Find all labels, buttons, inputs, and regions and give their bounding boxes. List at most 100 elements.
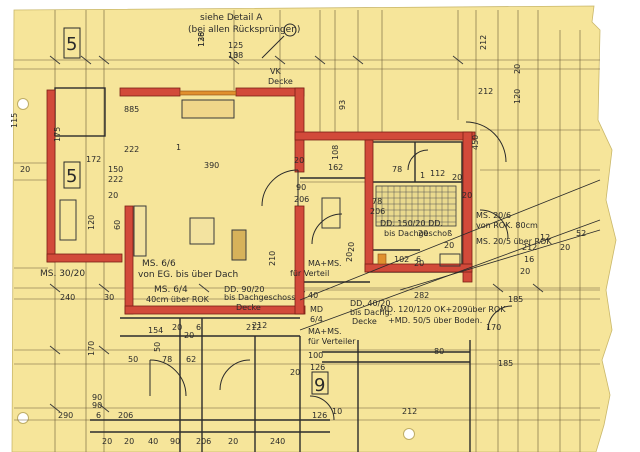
dimension-label: 78 — [372, 197, 382, 206]
dimension-label: 450 — [471, 135, 480, 150]
dimension-label: 170 — [486, 323, 501, 332]
dimension-label: 125 — [228, 41, 243, 50]
dimension-label: 50 — [153, 342, 162, 352]
label-ma-ms-2-l2: für Verteiler — [308, 337, 356, 346]
dimension-label: 93 — [338, 100, 347, 110]
dimension-label: 212 — [478, 87, 493, 96]
dimension-label: 50 — [128, 355, 138, 364]
label-md-64-l1: MD — [310, 305, 323, 314]
dimension-label: 126 — [310, 363, 325, 372]
dimension-label: 52 — [576, 229, 586, 238]
dimension-label: 206 — [118, 411, 133, 420]
label-dd-4020-l2: bis Dachg. — [350, 308, 392, 317]
label-ma-ms-1-l2: für Verteil — [290, 269, 329, 278]
dimension-label: 1 — [176, 143, 181, 152]
label-dd-9020-l3: Decke — [236, 303, 261, 312]
lintel-marks — [179, 90, 387, 265]
dimension-label: 126 — [312, 411, 327, 420]
dimension-label: 185 — [498, 359, 513, 368]
dimension-label: 60 — [113, 220, 122, 230]
dimension-label: 212 — [479, 35, 488, 50]
dimension-label: 210 — [268, 251, 277, 266]
dimension-label: 10 — [228, 51, 238, 60]
label-ms-64-l1: MS. 6/4 — [154, 285, 188, 295]
label-ms-66-l1: MS. 6/6 — [142, 259, 176, 269]
dimension-label: 90 — [170, 437, 180, 446]
dimension-label: 222 — [108, 175, 123, 184]
dimension-label: 390 — [204, 161, 219, 170]
load-bearing-walls — [46, 87, 476, 315]
label-dd-9020-l2: bis Dachgeschoss — [224, 293, 295, 302]
dimension-label: 78 — [162, 355, 172, 364]
label-vk: VK — [270, 67, 281, 76]
dimension-label: 885 — [124, 105, 139, 114]
dimension-label: 240 — [270, 437, 285, 446]
detail-note-line1: siehe Detail A — [200, 13, 263, 23]
dimension-label: 100 — [308, 351, 323, 360]
dimension-label: 12 — [540, 233, 550, 242]
label-decke: Decke — [268, 77, 293, 86]
label-ms-66-l2: von EG. bis über Dach — [138, 270, 238, 280]
dimension-label: 240 — [60, 293, 75, 302]
dimension-ticks — [49, 55, 544, 413]
dimension-label: 40 — [148, 437, 158, 446]
dimension-label: 138 — [197, 32, 206, 47]
label-ms-206-l2: von ROK. 80cm — [476, 221, 538, 230]
label-dd-4020-l1: DD. 40/20 — [350, 299, 390, 308]
dimension-label: 170 — [87, 341, 96, 356]
dimension-label: 62 — [186, 355, 196, 364]
door-swings — [149, 121, 513, 421]
detail-marker — [261, 23, 297, 59]
dimension-label: 20 — [184, 331, 194, 340]
dimension-label: 212 — [522, 243, 537, 252]
dimension-label: 90 — [92, 401, 102, 410]
dimension-label: 175 — [53, 127, 62, 142]
dimension-label: 120 — [87, 215, 96, 230]
dimension-label: 120 — [513, 89, 522, 104]
dimension-label: 90 — [296, 183, 306, 192]
dimension-label: 1 — [420, 171, 425, 180]
room-number-box — [311, 371, 329, 395]
dimension-label: 20 — [172, 323, 182, 332]
dimension-label: 172 — [86, 155, 101, 164]
dimension-label: 206 — [370, 207, 385, 216]
label-dd-9020-l1: DD. 90/20 — [224, 285, 264, 294]
dimension-label: 20 — [124, 437, 134, 446]
label-md-120120: MD. 120/120 OK+209über ROK — [380, 305, 506, 314]
dimension-label: 6 — [196, 323, 201, 332]
dimension-label: 20 — [520, 267, 530, 276]
dimension-label: 20 — [347, 242, 356, 252]
dimension-label: 112 — [430, 169, 445, 178]
punch-hole-icon — [403, 428, 415, 440]
dimension-label: 6 — [416, 255, 421, 264]
dimension-label: 20 — [462, 191, 472, 200]
label-dd-15020-l2: bis Dachgeschoß — [384, 229, 452, 238]
punch-hole-icon — [17, 98, 29, 110]
paper-sheet — [11, 5, 617, 452]
label-ms-205: MS. 20/5 über ROK — [476, 237, 552, 246]
dimension-label: 162 — [328, 163, 343, 172]
dimension-label: 212 — [246, 323, 261, 332]
dimension-label: 138 — [228, 51, 243, 60]
dimension-label: 90 — [92, 393, 102, 402]
dimension-label: 16 — [524, 255, 534, 264]
dimension-label: 6 — [96, 411, 101, 420]
dimension-label: 108 — [331, 145, 340, 160]
dimension-label: 20 — [102, 437, 112, 446]
dimension-label: 206 — [196, 437, 211, 446]
bathroom-tiles — [375, 185, 457, 227]
label-ms-3020: MS. 30/20 — [40, 269, 85, 279]
label-ma-ms-1-l1: MA+MS. — [308, 259, 342, 268]
dimension-label: 290 — [58, 411, 73, 420]
dimension-label: 185 — [508, 295, 523, 304]
label-ma-ms-2-l1: MA+MS. — [308, 327, 342, 336]
dimension-label: 20 — [560, 243, 570, 252]
room-number-mid: 5 — [66, 166, 77, 187]
dimension-label: 30 — [104, 293, 114, 302]
dimension-label: 212 — [402, 407, 417, 416]
dimension-label: 126 — [197, 32, 206, 47]
dimension-label: 20 — [418, 229, 428, 238]
dimension-label: 20 — [345, 252, 354, 262]
dimension-label: 102 — [394, 255, 409, 264]
